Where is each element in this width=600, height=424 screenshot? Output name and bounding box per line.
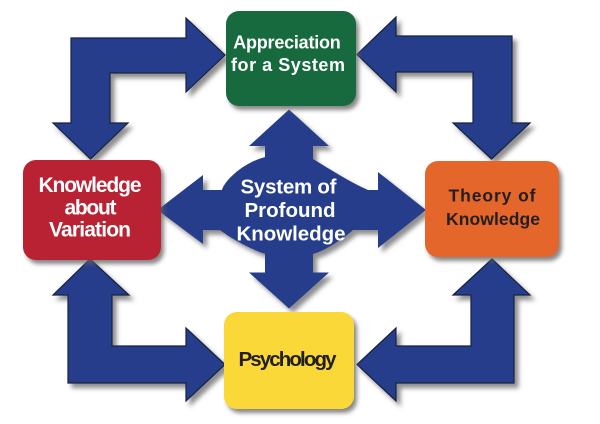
svg-text:about: about [65, 197, 117, 220]
svg-text:Profound: Profound [245, 199, 336, 222]
svg-text:Variation: Variation [49, 219, 131, 242]
svg-text:Theory of: Theory of [449, 186, 536, 206]
svg-text:Appreciation: Appreciation [233, 33, 341, 53]
svg-text:for a System: for a System [231, 55, 345, 75]
svg-text:Knowledge: Knowledge [446, 209, 540, 229]
svg-text:Knowledge: Knowledge [39, 174, 142, 197]
svg-text:Psychology: Psychology [239, 348, 338, 371]
svg-text:Knowledge: Knowledge [237, 223, 346, 246]
svg-text:System of: System of [241, 176, 337, 199]
